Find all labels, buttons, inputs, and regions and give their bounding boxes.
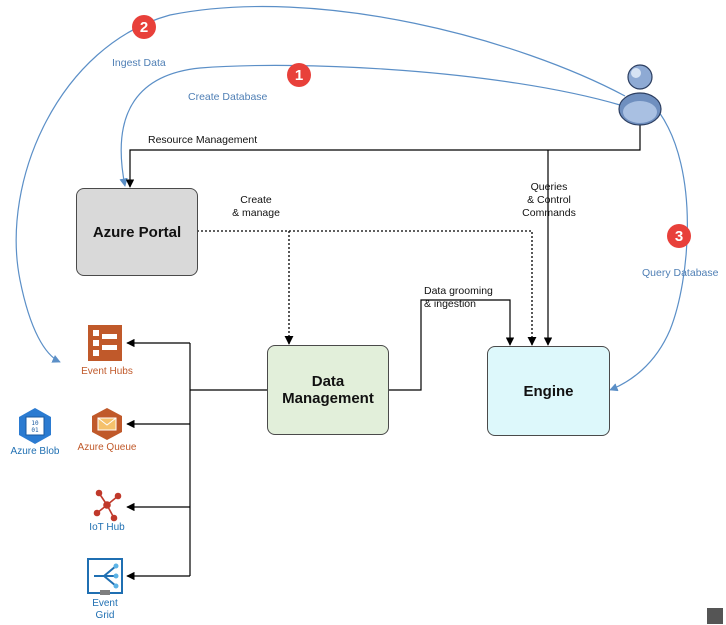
data-management-label: Data Management: [282, 373, 374, 407]
azure-queue-label: Azure Queue: [77, 442, 137, 453]
data-grooming-label: Data grooming & ingestion: [424, 285, 493, 310]
resource-management-edge: [125, 122, 641, 188]
event-hubs-icon: [88, 325, 122, 361]
data-grooming-edge: [388, 299, 515, 391]
svg-text:10: 10: [31, 420, 39, 427]
create-manage-label: Create & manage: [232, 194, 280, 219]
create-database-label: Create Database: [188, 91, 268, 103]
step-badge-3: 3: [667, 224, 691, 248]
iot-hub-label: IoT Hub: [89, 522, 125, 533]
azure-blob-icon: 10 01: [19, 408, 51, 444]
ingest-data-curve: [15, 5, 626, 363]
svg-text:01: 01: [31, 427, 39, 434]
user-icon: [618, 64, 662, 126]
query-database-label: Query Database: [642, 267, 719, 279]
data-management-node[interactable]: Data Management: [267, 345, 389, 435]
azure-portal-label: Azure Portal: [92, 223, 182, 241]
resource-management-label: Resource Management: [148, 134, 258, 146]
azure-blob-label: Azure Blob: [10, 446, 60, 457]
ingest-data-label: Ingest Data: [112, 57, 166, 69]
query-database-curve: [609, 111, 688, 392]
azure-portal-node[interactable]: Azure Portal: [76, 188, 198, 276]
event-hubs-label: Event Hubs: [81, 366, 133, 377]
event-grid-label: Event Grid: [92, 598, 118, 621]
engine-label: Engine: [523, 382, 574, 400]
step-badge-2: 2: [132, 15, 156, 39]
iot-hub-icon: [93, 489, 122, 522]
azure-queue-icon: [92, 408, 122, 440]
engine-node[interactable]: Engine: [487, 346, 610, 436]
corner-square: [707, 608, 723, 624]
queries-label: Queries & Control Commands: [522, 181, 576, 219]
create-database-curve: [119, 64, 621, 187]
step-badge-1: 1: [287, 63, 311, 87]
event-grid-icon: [87, 558, 123, 595]
